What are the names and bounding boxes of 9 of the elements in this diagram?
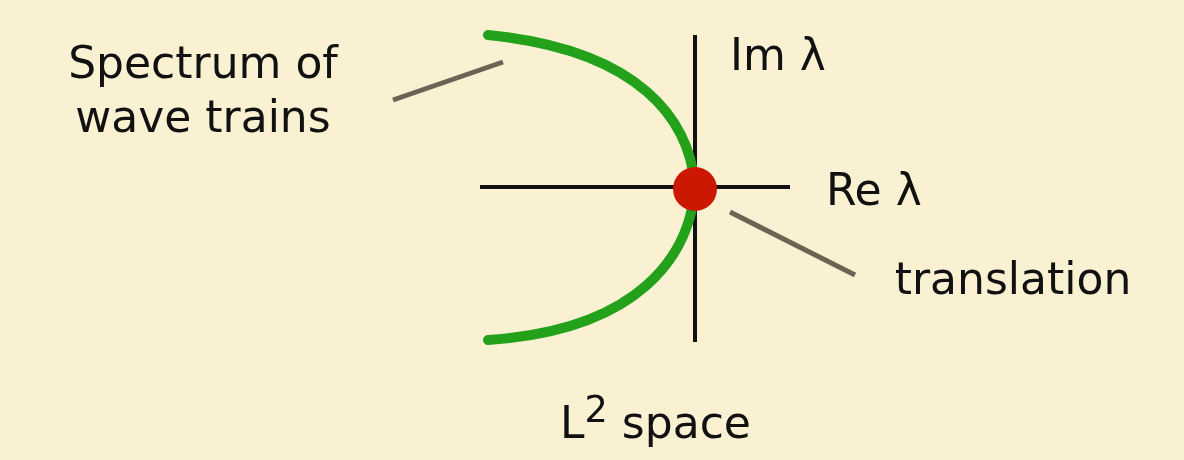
callout-text: Spectrum of wave trains	[18, 36, 388, 144]
axis-label: Re λ	[826, 163, 922, 217]
leader-line	[392, 59, 504, 103]
spectrum-curve	[483, 30, 700, 345]
caption-text: L$^{2}$ space	[560, 387, 751, 450]
leader-line	[728, 209, 857, 278]
axis-label: Im λ	[730, 28, 826, 82]
eigenvalue-dot	[673, 167, 717, 211]
callout-text: translation	[858, 252, 1168, 306]
